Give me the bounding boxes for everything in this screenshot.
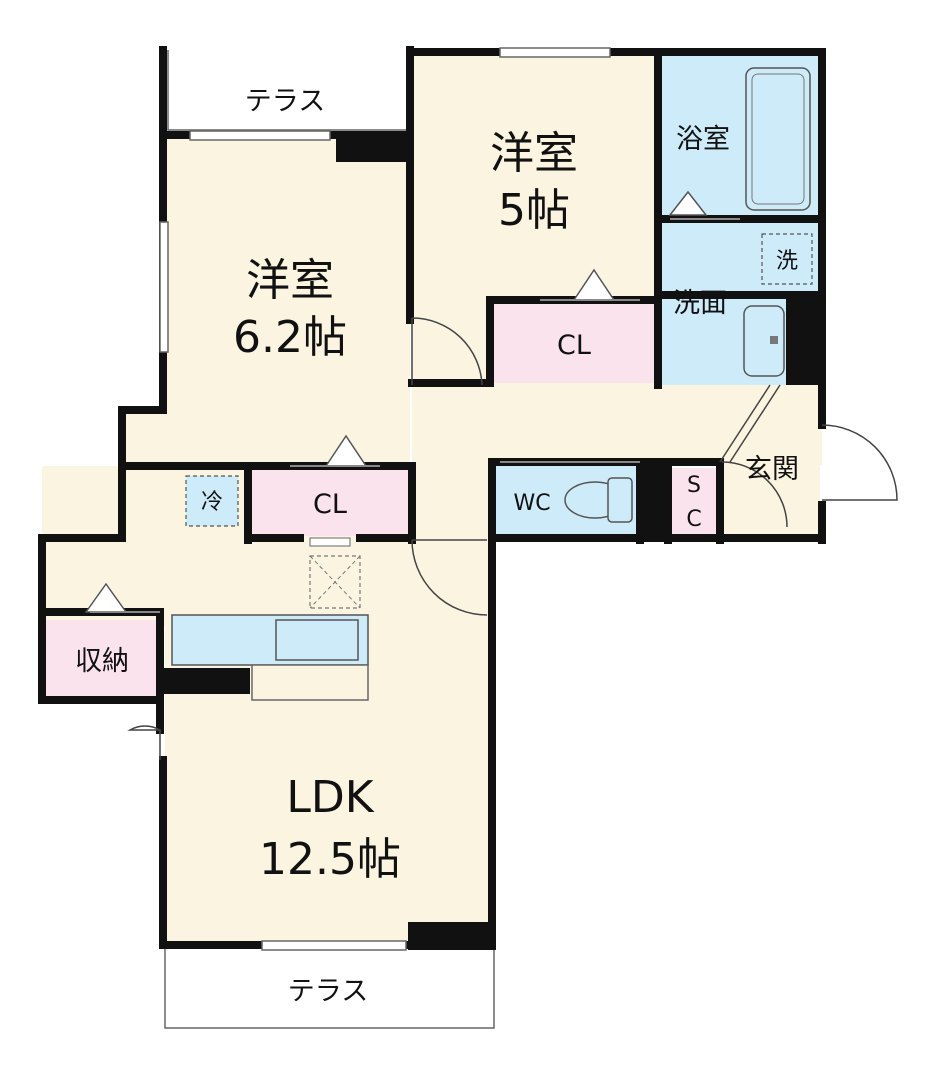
fridge-label: 冷	[201, 490, 223, 515]
western-room-small-name: 洋室	[490, 128, 578, 179]
ceiling-hatch-icon	[309, 555, 361, 609]
bathtub-inner	[751, 73, 805, 205]
shoe-closet-s-label: S	[687, 473, 701, 498]
western-room-small-size: 5帖	[498, 185, 570, 236]
bathtub-icon	[745, 67, 811, 211]
storage-floor	[42, 620, 160, 700]
western-room-large-name: 洋室	[246, 255, 334, 306]
pillar-top	[336, 132, 408, 162]
western-room-large-floor	[167, 138, 410, 468]
windows	[159, 47, 611, 951]
kitchen-counter-icon	[171, 614, 369, 666]
western-room-large-size: 6.2帖	[233, 312, 347, 363]
sink-tap	[770, 336, 778, 344]
terrace-bottom-label: テラス	[288, 976, 368, 1007]
laundry-label: 洗	[776, 249, 798, 274]
kitchen-wall-block	[160, 668, 250, 694]
hatch-diagonal-2	[309, 555, 361, 609]
shoe-closet-c-label: C	[686, 507, 701, 532]
terrace-top-label: テラス	[245, 86, 325, 117]
sliding-door-markers	[84, 190, 708, 613]
ldk-name: LDK	[286, 772, 374, 823]
entrance-floor	[720, 390, 820, 535]
sc-wall-block	[640, 462, 668, 540]
pillar-bottom	[408, 922, 496, 950]
shoe-closet-floor	[670, 468, 720, 534]
terrace-bottom-outline	[164, 945, 495, 1029]
closet-small-room	[490, 300, 655, 383]
doors	[127, 317, 898, 760]
kitchen-sink-icon	[275, 619, 359, 661]
sink-icon	[743, 305, 785, 377]
laundry-space-icon	[761, 233, 813, 285]
toilet-tank	[607, 477, 633, 523]
bathroom-label: 浴室	[676, 124, 730, 155]
ldk-size: 12.5帖	[259, 834, 401, 885]
wash-wall-block	[786, 295, 822, 385]
counter-extension	[251, 664, 369, 701]
entrance-label: 玄関	[745, 454, 799, 485]
washroom-label: 洗面	[673, 288, 727, 319]
closet-large-room	[250, 468, 410, 536]
sliding-door-rails	[90, 218, 740, 613]
closet-vent	[309, 537, 351, 547]
closet-small-label: CL	[557, 330, 591, 361]
storage-label: 収納	[75, 646, 129, 677]
toilet-label: WC	[513, 491, 550, 516]
fridge-space-icon	[185, 475, 239, 527]
western-room-large-alcove	[122, 410, 172, 468]
closet-large-label: CL	[313, 489, 347, 520]
